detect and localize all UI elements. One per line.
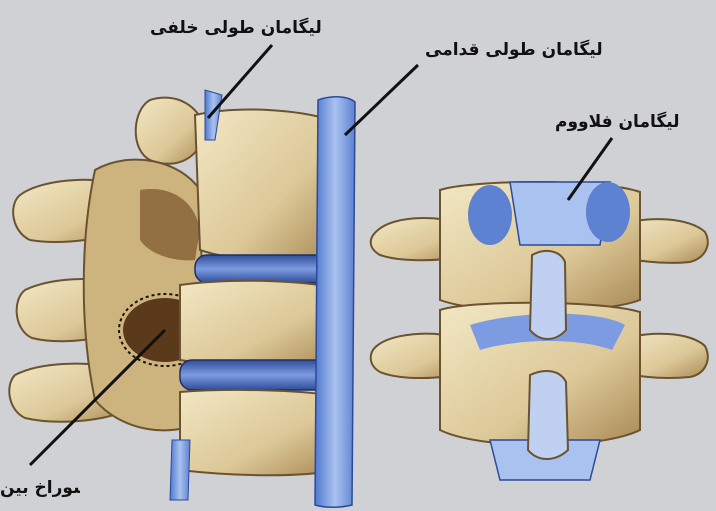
label-intervertebral-foramen: سوراخ بین <box>0 478 80 498</box>
posterior-spine-view <box>371 182 708 480</box>
vertebral-body-middle <box>180 281 335 367</box>
label-anterior-longitudinal-ligament: لیگامان طولی قدامی <box>425 40 603 60</box>
posterior-ligament-lower <box>170 440 190 500</box>
label-posterior-longitudinal-ligament: لیگامان طولی خلفی <box>150 18 322 38</box>
intervertebral-disc-2 <box>180 360 335 390</box>
lateral-spine-view <box>9 90 355 507</box>
intervertebral-disc-1 <box>195 255 335 283</box>
label-ligamentum-flavum: لیگامان فلاووم <box>555 112 680 132</box>
ligamentum-flavum-left <box>468 185 512 245</box>
vertebral-body-bottom <box>180 390 335 475</box>
spinous-process-upper <box>530 251 566 339</box>
leader-posterior-ligament <box>208 45 272 118</box>
spinous-process-lower <box>528 371 568 459</box>
anterior-longitudinal-ligament <box>315 97 355 507</box>
ligamentum-flavum-right <box>586 182 630 242</box>
leader-anterior-ligament <box>345 65 418 135</box>
